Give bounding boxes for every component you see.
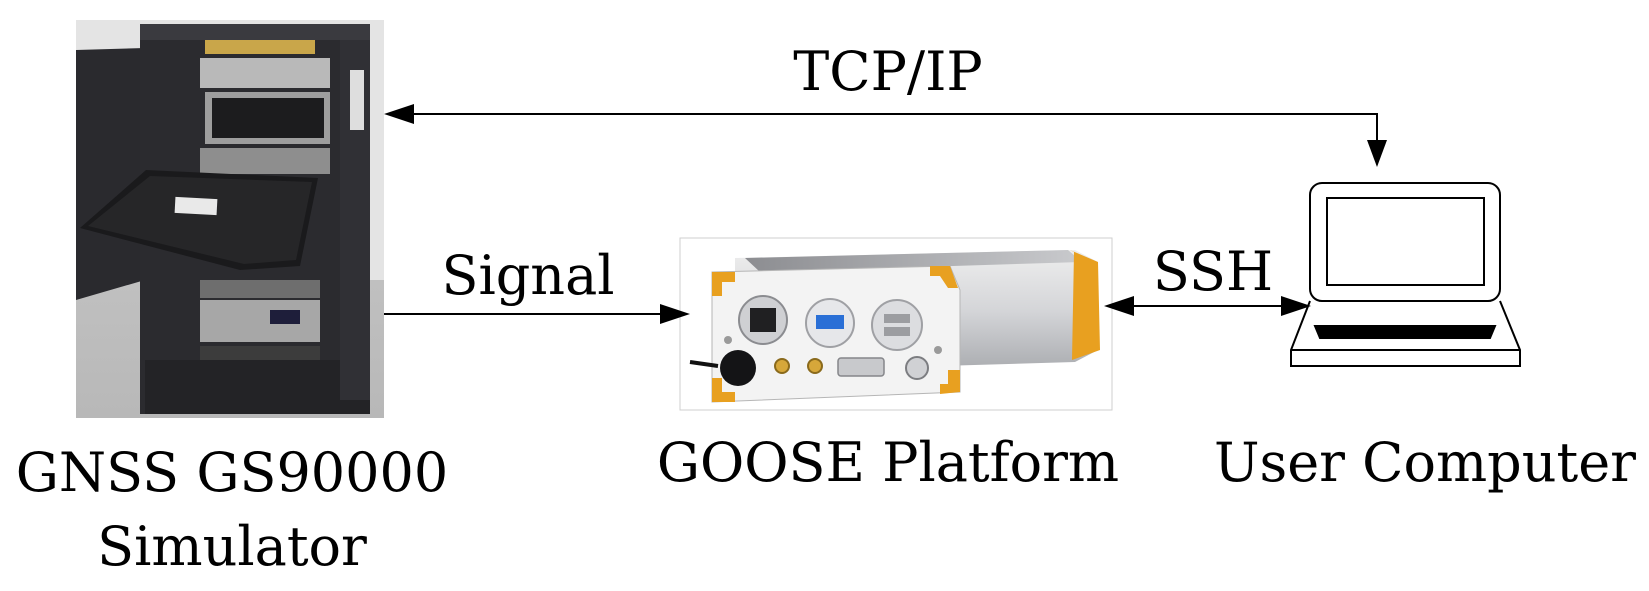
signal-link-arrow: [384, 304, 690, 324]
tcpip-link-arrow: [384, 104, 1387, 167]
ssh-label: SSH: [1153, 240, 1273, 303]
simulator-label-line1: GNSS GS90000: [16, 441, 449, 504]
user-computer-icon: [1290, 182, 1521, 367]
signal-label: Signal: [441, 244, 614, 307]
simulator-label-line2: Simulator: [97, 515, 367, 578]
goose-platform-photo: [679, 237, 1113, 411]
simulator-rack-photo: [76, 20, 384, 418]
platform-label: GOOSE Platform: [657, 431, 1119, 494]
tcpip-label: TCP/IP: [793, 40, 983, 103]
ssh-link-arrow: [1104, 296, 1311, 316]
computer-label: User Computer: [1214, 431, 1636, 494]
